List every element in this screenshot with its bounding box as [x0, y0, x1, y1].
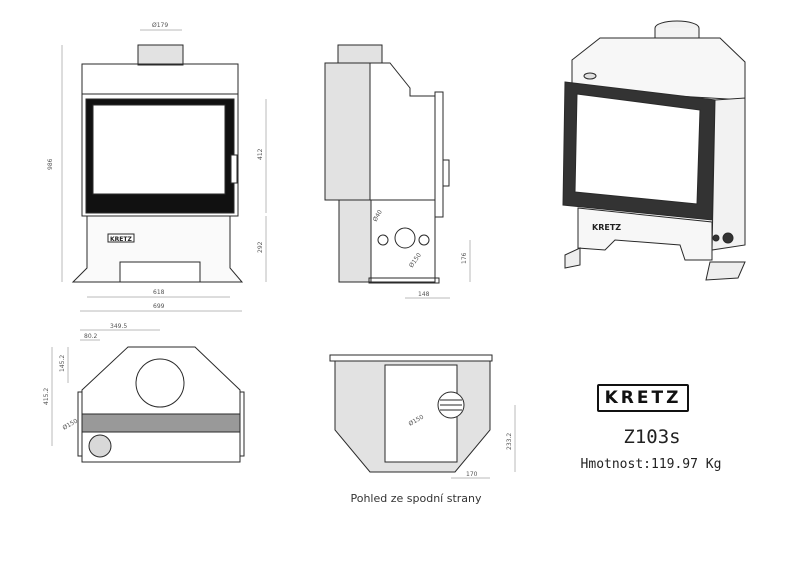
front-view: [71, 44, 244, 283]
dim-inner-width: 618: [153, 289, 165, 296]
dim-bottom-hole-height: 233.2: [506, 433, 513, 450]
dim-top-pipe-diameter: Ø150: [62, 417, 80, 431]
dim-total-height: 986: [47, 158, 54, 170]
front-logo-text: KRETZ: [110, 236, 132, 243]
top-left-clip: [77, 391, 83, 457]
render-small-knob: [583, 72, 597, 80]
side-handle: [442, 159, 450, 187]
render-3d-view: [562, 20, 746, 281]
bottom-view-caption: Pohled ze spodní strany: [350, 492, 482, 505]
dim-top-depth-a: 145.2: [59, 355, 66, 372]
render-side-hole: [722, 232, 734, 244]
side-view: [324, 44, 450, 284]
bottom-view: [329, 354, 493, 473]
front-door-handle: [230, 154, 238, 184]
dim-top-offset-b: 349.5: [110, 323, 127, 330]
front-logo-plate: [107, 233, 135, 243]
dim-side-hole-offset: 148: [418, 291, 430, 298]
render-side-foot: [705, 261, 746, 281]
render-glass: [574, 93, 701, 205]
dim-glass-height: 412: [257, 148, 264, 160]
render-logo-text: KRETZ: [592, 223, 621, 232]
dim-side-hole-height: 176: [461, 252, 468, 264]
weight-label: Hmotnost:119.97 Kg: [580, 457, 722, 472]
front-glass: [92, 104, 226, 195]
model-name: Z103s: [623, 426, 681, 448]
dim-overall-width: 699: [153, 303, 165, 310]
front-view-dimensions: [61, 29, 267, 312]
side-shaded-panel: [324, 62, 371, 201]
top-flue-circle: [135, 358, 185, 408]
side-flue-pipe: [337, 44, 383, 64]
top-view: [77, 346, 245, 463]
top-right-clip: [239, 391, 245, 457]
front-flue-pipe: [137, 44, 184, 66]
bottom-top-rail: [329, 354, 493, 362]
front-base-cutout: [119, 261, 201, 283]
kretz-logo-text: KRETZ: [604, 388, 682, 408]
render-base-foot: [564, 247, 581, 269]
side-large-hole: [394, 227, 416, 249]
side-front-frame: [434, 91, 444, 218]
dim-base-height: 292: [257, 241, 264, 253]
side-base-shade: [338, 199, 372, 283]
side-small-hole-left: [377, 234, 389, 246]
render-side-hole-small: [712, 234, 720, 242]
dim-top-offset-a: 80.2: [84, 333, 98, 340]
top-outline: [81, 346, 241, 463]
top-view-dimensions: [51, 329, 160, 446]
kretz-logo: KRETZ: [597, 384, 689, 412]
render-side-panel: [711, 97, 746, 251]
bottom-view-dimensions: [451, 405, 516, 479]
side-view-dimensions: [405, 240, 471, 299]
dim-bottom-hole-offset: 170: [466, 471, 478, 478]
dim-flue-diameter: Ø179: [152, 22, 168, 29]
side-small-hole-right: [418, 234, 430, 246]
top-air-intake: [88, 434, 112, 458]
front-top-hood: [81, 63, 239, 95]
top-shaded-band: [81, 413, 241, 433]
dim-top-depth-b: 415.2: [43, 388, 50, 405]
side-foot: [368, 277, 440, 284]
render-base: [577, 207, 713, 261]
